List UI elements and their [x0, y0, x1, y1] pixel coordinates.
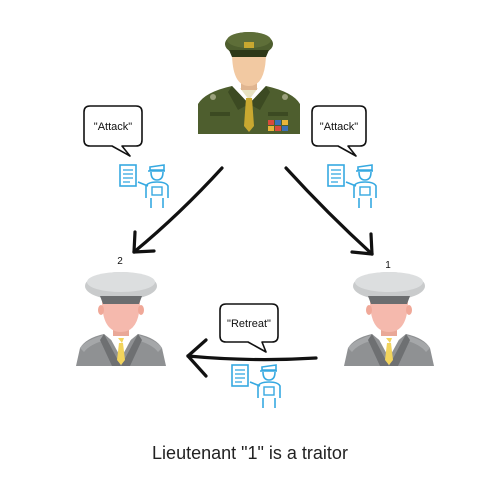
arrow-commander-to-1: [284, 166, 374, 256]
caption: Lieutenant "1" is a traitor: [152, 443, 348, 463]
messenger-icon: [327, 164, 377, 209]
messenger-icon: [119, 164, 169, 209]
lieutenant-1-number: 1: [385, 260, 391, 271]
arrow-commander-to-2: [132, 166, 224, 254]
message-bottom-text: "Retreat": [227, 318, 271, 330]
message-left-text: "Attack": [94, 121, 132, 133]
lieutenant-icon: [344, 272, 434, 366]
message-right-text: "Attack": [320, 121, 358, 133]
speech-bubble-right: "Attack": [311, 105, 367, 157]
speech-bubble-left: "Attack": [83, 105, 143, 157]
speech-bubble-bottom: "Retreat": [219, 303, 279, 353]
lieutenant-icon: [76, 272, 166, 366]
messenger-icon: [231, 364, 281, 409]
commander-icon: [198, 32, 300, 134]
lieutenant-2-number: 2: [117, 256, 123, 267]
arrow-1-to-2: [186, 338, 318, 378]
